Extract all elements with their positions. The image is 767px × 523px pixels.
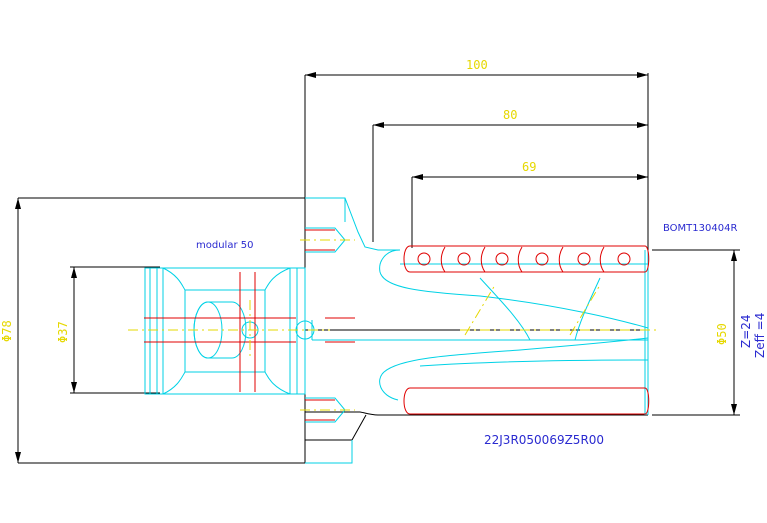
part-number: 22J3R050069Z5R00 bbox=[484, 433, 604, 447]
dim-dia-50: Φ50 bbox=[715, 323, 729, 345]
teeth-label: Z=24 bbox=[739, 314, 753, 348]
dim-100: 100 bbox=[466, 58, 488, 72]
insert-label: BOMT130404R bbox=[663, 223, 737, 234]
center-lines bbox=[128, 239, 660, 411]
dimension-lines bbox=[15, 72, 740, 464]
dim-dia-37: Φ37 bbox=[56, 321, 70, 343]
dim-69: 69 bbox=[522, 160, 536, 174]
dim-dia-78: Φ78 bbox=[0, 320, 14, 342]
inserts bbox=[144, 229, 650, 421]
modular-label: modular 50 bbox=[196, 240, 253, 251]
effective-teeth-label: Zeff =4 bbox=[753, 313, 767, 358]
dim-80: 80 bbox=[503, 108, 517, 122]
